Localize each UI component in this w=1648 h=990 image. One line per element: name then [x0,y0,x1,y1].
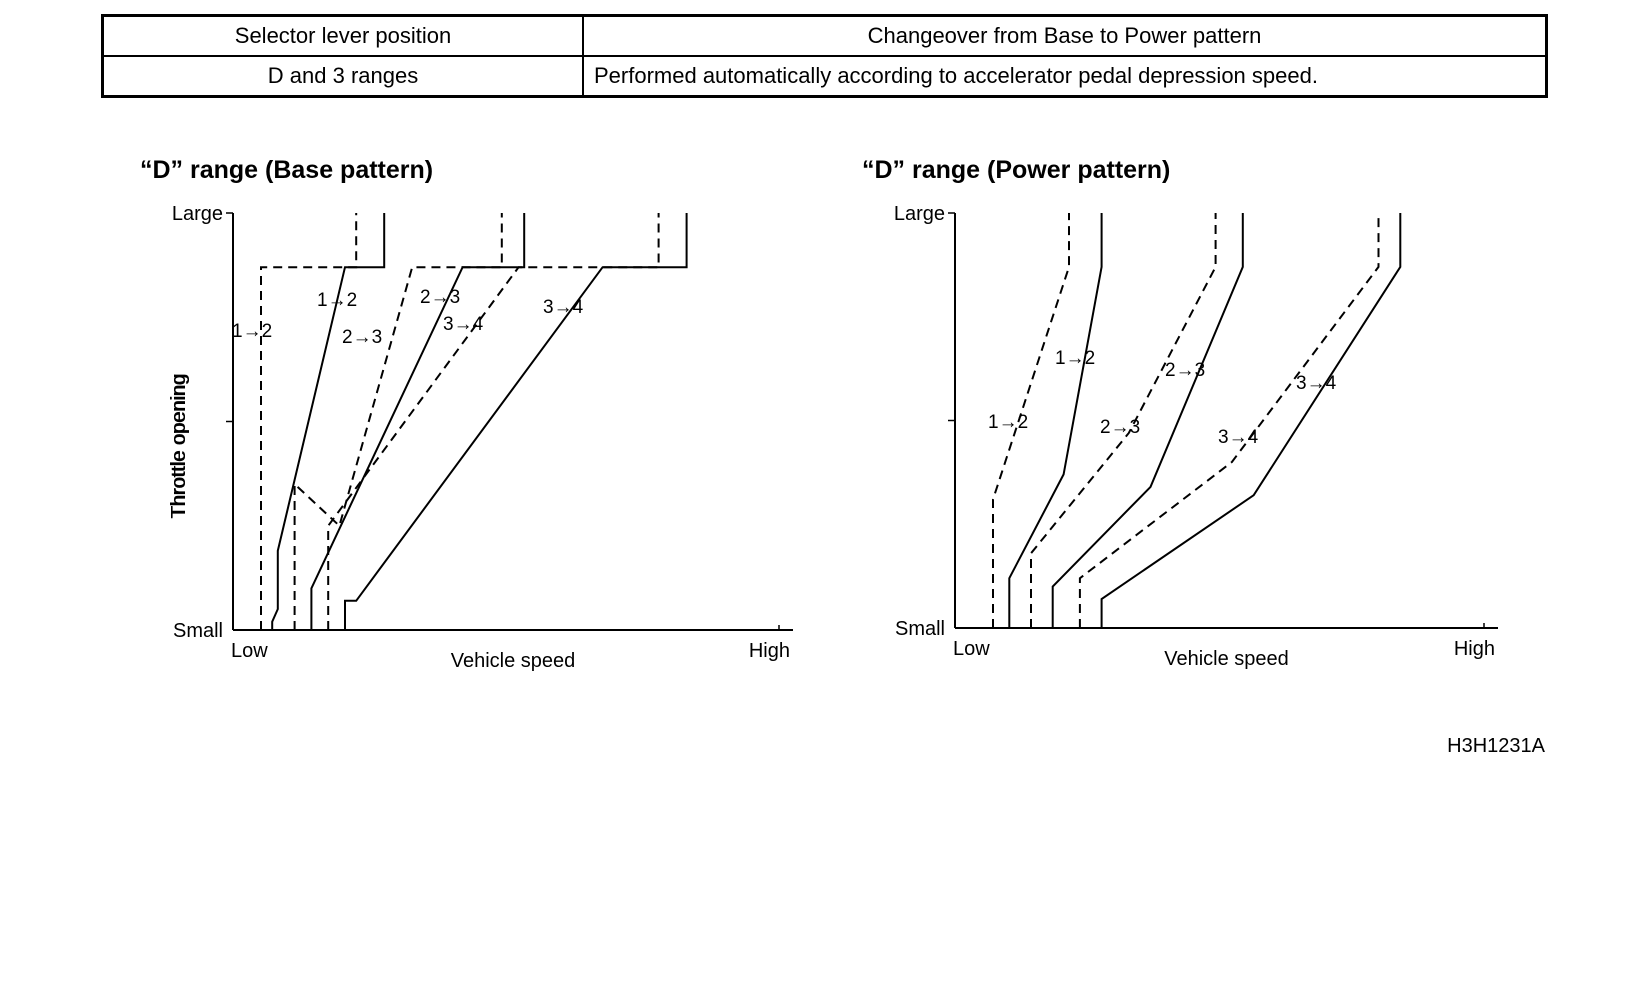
series-line-dashed [293,213,503,630]
y-tick-label: Small [173,620,223,642]
x-tick-label: Low [953,638,990,660]
y-tick-label: Small [895,618,945,640]
shift-label: 3→4 [1296,373,1337,394]
shift-label: 1→2 [232,321,272,342]
x-axis-label: Vehicle speed [1164,648,1289,670]
shift-label: 1→2 [317,290,357,311]
series-line-solid [344,213,688,630]
shift-label: 3→4 [543,297,584,318]
shift-label: 1→2 [988,412,1028,433]
table-header-row: Selector lever position Changeover from … [101,14,1548,57]
x-axis-label: Vehicle speed [451,650,576,672]
series-line-solid [1051,213,1244,628]
shift-label: 3→4 [443,314,484,335]
y-axis-label: Throttle opening [168,374,190,519]
chart-title: “D” range (Power pattern) [862,156,1170,184]
shift-label: 2→3 [342,327,382,348]
series-line-dashed [327,213,660,630]
series-line-dashed [260,213,358,630]
y-axis-label: Throttle opening [168,373,190,518]
series-line-dashed [1030,213,1217,628]
series-line-dashed [1078,213,1380,628]
y-tick-label: Large [172,203,223,225]
y-tick-label: Large [894,203,945,225]
table-cell: D and 3 ranges [101,55,584,98]
changeover-table: Selector lever position Changeover from … [101,14,1548,98]
x-tick-label: Low [231,640,268,662]
shift-label: 1→2 [1055,348,1095,369]
shift-label: 2→3 [420,287,460,308]
shift-label: 3→4 [1218,427,1259,448]
shift-label: 2→3 [1165,360,1205,381]
x-tick-label: High [749,640,790,662]
table-header-cell: Changeover from Base to Power pattern [582,14,1548,57]
table-header-cell: Selector lever position [101,14,584,57]
chart-title: “D” range (Base pattern) [140,156,433,184]
shift-label: 2→3 [1100,417,1140,438]
series-line-dashed [992,213,1070,628]
x-tick-label: High [1454,638,1495,660]
series-line-solid [271,213,386,630]
figure-code: H3H1231A [1447,735,1546,757]
series-line-solid [1100,213,1402,628]
table-cell: Performed automatically according to acc… [582,55,1548,98]
table-row: D and 3 ranges Performed automatically a… [101,55,1548,98]
series-line-solid [1008,213,1103,628]
